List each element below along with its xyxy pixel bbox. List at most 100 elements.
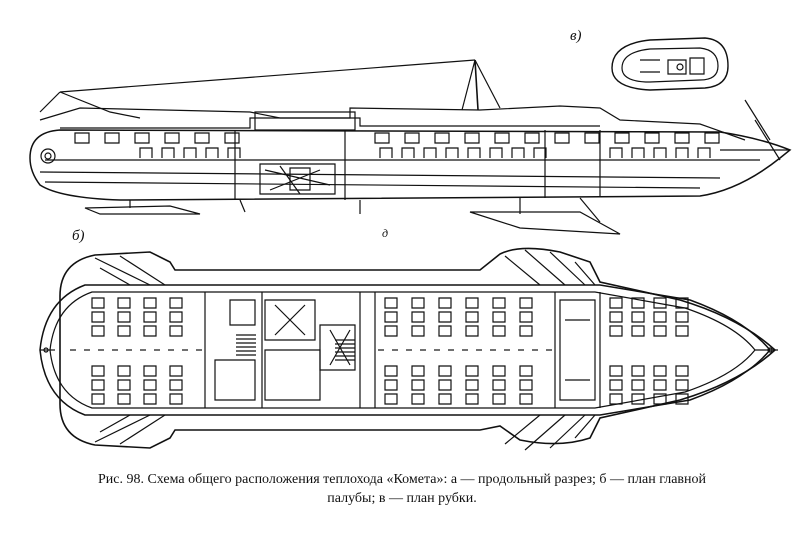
ship-diagram [0,0,800,470]
deck-seat [520,380,532,390]
deck-seat [439,298,451,308]
deck-seat [493,380,505,390]
deck-seat [144,326,156,336]
view-label-deck-plan: б) [72,228,85,244]
deck-seat [676,380,688,390]
deck-seat [654,326,666,336]
section-seat [206,148,218,158]
deck-seat [493,298,505,308]
deck-seat [144,394,156,404]
deck-seat [385,366,397,376]
deck-seat [654,394,666,404]
section-seat [468,148,480,158]
section-seat [632,148,644,158]
caption-line-2: палубы; в — план рубки. [327,491,477,506]
deck-seat [632,366,644,376]
deck-seat [144,366,156,376]
deck-seat [118,366,130,376]
section-seat [698,148,710,158]
section-window [375,133,389,143]
section-seat [162,148,174,158]
deck-seat [493,394,505,404]
deck-seat [610,394,622,404]
deck-seat [92,394,104,404]
deck-seat [466,326,478,336]
section-seat [676,148,688,158]
section-window [135,133,149,143]
deck-seat [676,366,688,376]
section-window [465,133,479,143]
section-window [615,133,629,143]
section-seat [446,148,458,158]
deck-seat [520,366,532,376]
deck-seat [439,394,451,404]
deck-seat [654,380,666,390]
deck-seat [92,326,104,336]
section-seat [380,148,392,158]
section-seat [424,148,436,158]
section-mark: д [382,226,389,240]
deck-seat [610,366,622,376]
deck-seat [632,380,644,390]
view-label-wheelhouse: в) [570,28,582,44]
deck-seat [92,298,104,308]
section-seat [228,148,240,158]
section-window [435,133,449,143]
section-seat [402,148,414,158]
section-window [705,133,719,143]
deck-seat [632,394,644,404]
wheelhouse-plan [612,38,728,90]
deck-seat [412,326,424,336]
deck-seat [412,366,424,376]
section-seat [610,148,622,158]
deck-seat [493,366,505,376]
deck-seat [118,298,130,308]
deck-seat [385,312,397,322]
deck-seat [118,380,130,390]
deck-seat [170,326,182,336]
deck-seat [466,366,478,376]
deck-seat [520,326,532,336]
section-window [165,133,179,143]
deck-seat [118,326,130,336]
deck-seat [632,326,644,336]
caption-line-1: Рис. 98. Схема общего расположения тепло… [97,472,707,487]
longitudinal-section [30,60,790,234]
deck-seat [610,298,622,308]
deck-seat [466,394,478,404]
deck-seat [144,298,156,308]
deck-seat [654,312,666,322]
deck-seat [92,312,104,322]
deck-seat [170,298,182,308]
section-window [105,133,119,143]
deck-seat [118,394,130,404]
deck-seat [632,312,644,322]
section-seat [654,148,666,158]
deck-seat [654,298,666,308]
deck-seat [144,380,156,390]
deck-seat [412,312,424,322]
deck-seat [493,312,505,322]
deck-seat [610,380,622,390]
deck-seat [466,312,478,322]
section-window [225,133,239,143]
deck-seat [439,380,451,390]
deck-seat [466,298,478,308]
deck-seat [144,312,156,322]
section-seat [534,148,546,158]
section-window [525,133,539,143]
deck-seat [632,298,644,308]
deck-seat [610,326,622,336]
section-window [645,133,659,143]
deck-seat [92,366,104,376]
figure-caption: Рис. 98. Схема общего расположения тепло… [22,470,782,508]
deck-seat [412,298,424,308]
deck-seat [385,298,397,308]
deck-seat [610,312,622,322]
section-seat [490,148,502,158]
deck-seat [412,380,424,390]
section-window [405,133,419,143]
deck-seat [385,394,397,404]
section-window [495,133,509,143]
deck-seat [439,326,451,336]
